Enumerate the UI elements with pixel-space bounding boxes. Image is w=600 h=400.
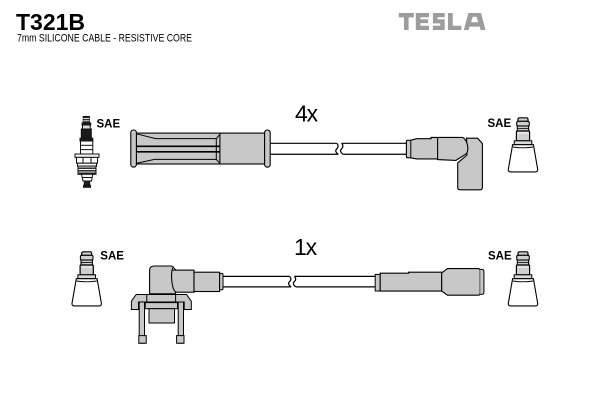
svg-text:SAE: SAE bbox=[488, 251, 512, 263]
svg-text:SAE: SAE bbox=[97, 118, 121, 130]
svg-text:1x: 1x bbox=[294, 234, 318, 260]
svg-text:7mm SILICONE CABLE - RESISTIVE: 7mm SILICONE CABLE - RESISTIVE CORE bbox=[17, 33, 192, 45]
svg-text:4x: 4x bbox=[295, 100, 319, 126]
svg-text:SAE: SAE bbox=[488, 118, 512, 130]
svg-text:SAE: SAE bbox=[100, 251, 124, 263]
svg-text:T321B: T321B bbox=[16, 9, 85, 35]
